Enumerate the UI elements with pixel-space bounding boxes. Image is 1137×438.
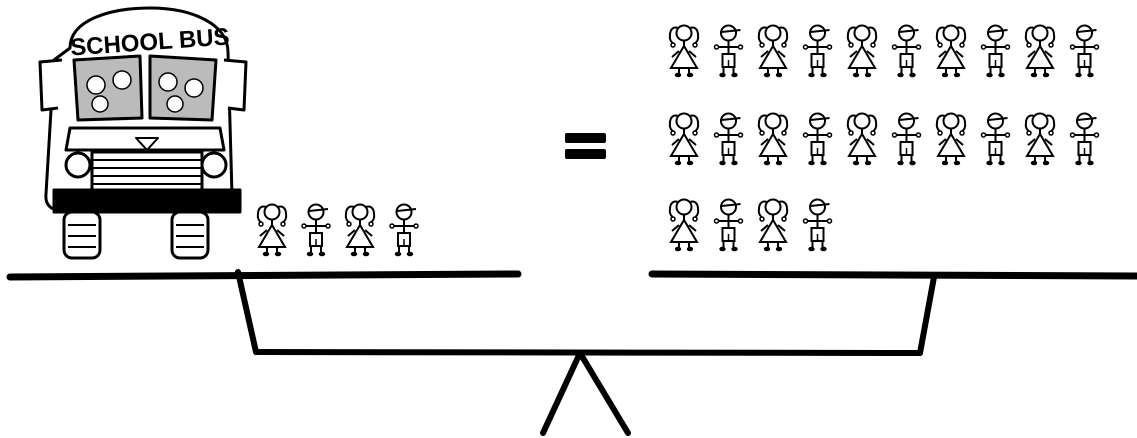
girl-figure (1024, 24, 1056, 79)
crossbar (253, 349, 923, 356)
left-support (235, 269, 259, 355)
girl-figure (935, 24, 967, 79)
girl-figure (668, 112, 700, 167)
left-pan-children (256, 203, 419, 258)
boy-figure (301, 203, 331, 258)
balance-beam (6, 269, 1137, 436)
boy-figure (980, 24, 1011, 79)
boy-figure (802, 24, 833, 79)
boy-figure (713, 112, 744, 167)
girl-figure (1024, 112, 1056, 167)
girl-figure (846, 24, 878, 79)
left-pan (6, 270, 522, 281)
girl-figure (935, 112, 967, 167)
girl-figure (757, 198, 789, 253)
girl-figure (846, 112, 878, 167)
boy-figure (891, 112, 922, 167)
girl-figure (757, 24, 789, 79)
fulcrum-left-leg (540, 350, 583, 436)
right-pan (648, 270, 1137, 280)
girl-figure (344, 203, 376, 258)
fulcrum-right-leg (577, 350, 631, 436)
girl-figure (757, 112, 789, 167)
boy-figure (389, 203, 419, 258)
girl-figure (256, 203, 288, 258)
boy-figure (891, 24, 922, 79)
boy-figure (980, 112, 1011, 167)
boy-figure (802, 112, 833, 167)
girl-figure (668, 24, 700, 79)
girl-figure (668, 198, 700, 253)
boy-figure (713, 198, 744, 253)
right-pan-children (668, 24, 1100, 253)
boy-figure (1069, 24, 1100, 79)
equals-sign (565, 133, 606, 159)
boy-figure (1069, 112, 1100, 167)
right-support (917, 274, 937, 356)
boy-figure (802, 198, 833, 253)
boy-figure (713, 24, 744, 79)
school-bus-icon: SCHOOL BUS (38, 6, 248, 260)
